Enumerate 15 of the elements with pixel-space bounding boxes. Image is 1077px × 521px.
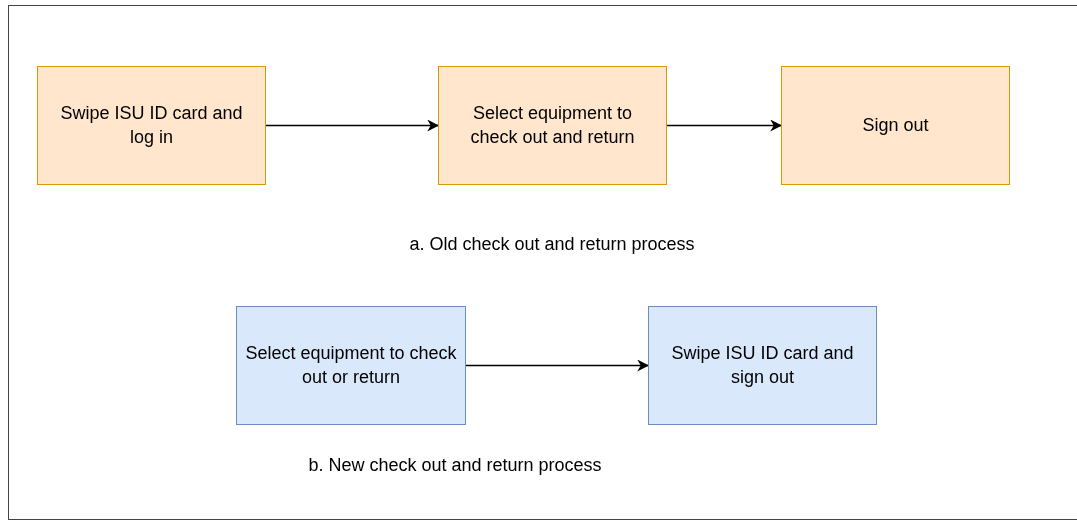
step-text: Swipe ISU ID card and sign out xyxy=(670,342,855,389)
process-box xyxy=(438,66,667,185)
caption: b. New check out and return process xyxy=(308,455,602,476)
step-text: Select equipment to check out and return xyxy=(469,102,636,149)
caption: a. Old check out and return process xyxy=(409,234,695,255)
arrow xyxy=(465,359,650,372)
arrow xyxy=(666,119,783,132)
process-box xyxy=(781,66,1010,185)
step-text: Sign out xyxy=(861,113,930,137)
process-box xyxy=(37,66,266,185)
process-box xyxy=(648,306,877,425)
process-box xyxy=(236,306,466,425)
step-text: Swipe ISU ID card and log in xyxy=(59,102,244,149)
arrow xyxy=(265,119,440,132)
step-text: Select equipment to check out or return xyxy=(244,342,458,389)
